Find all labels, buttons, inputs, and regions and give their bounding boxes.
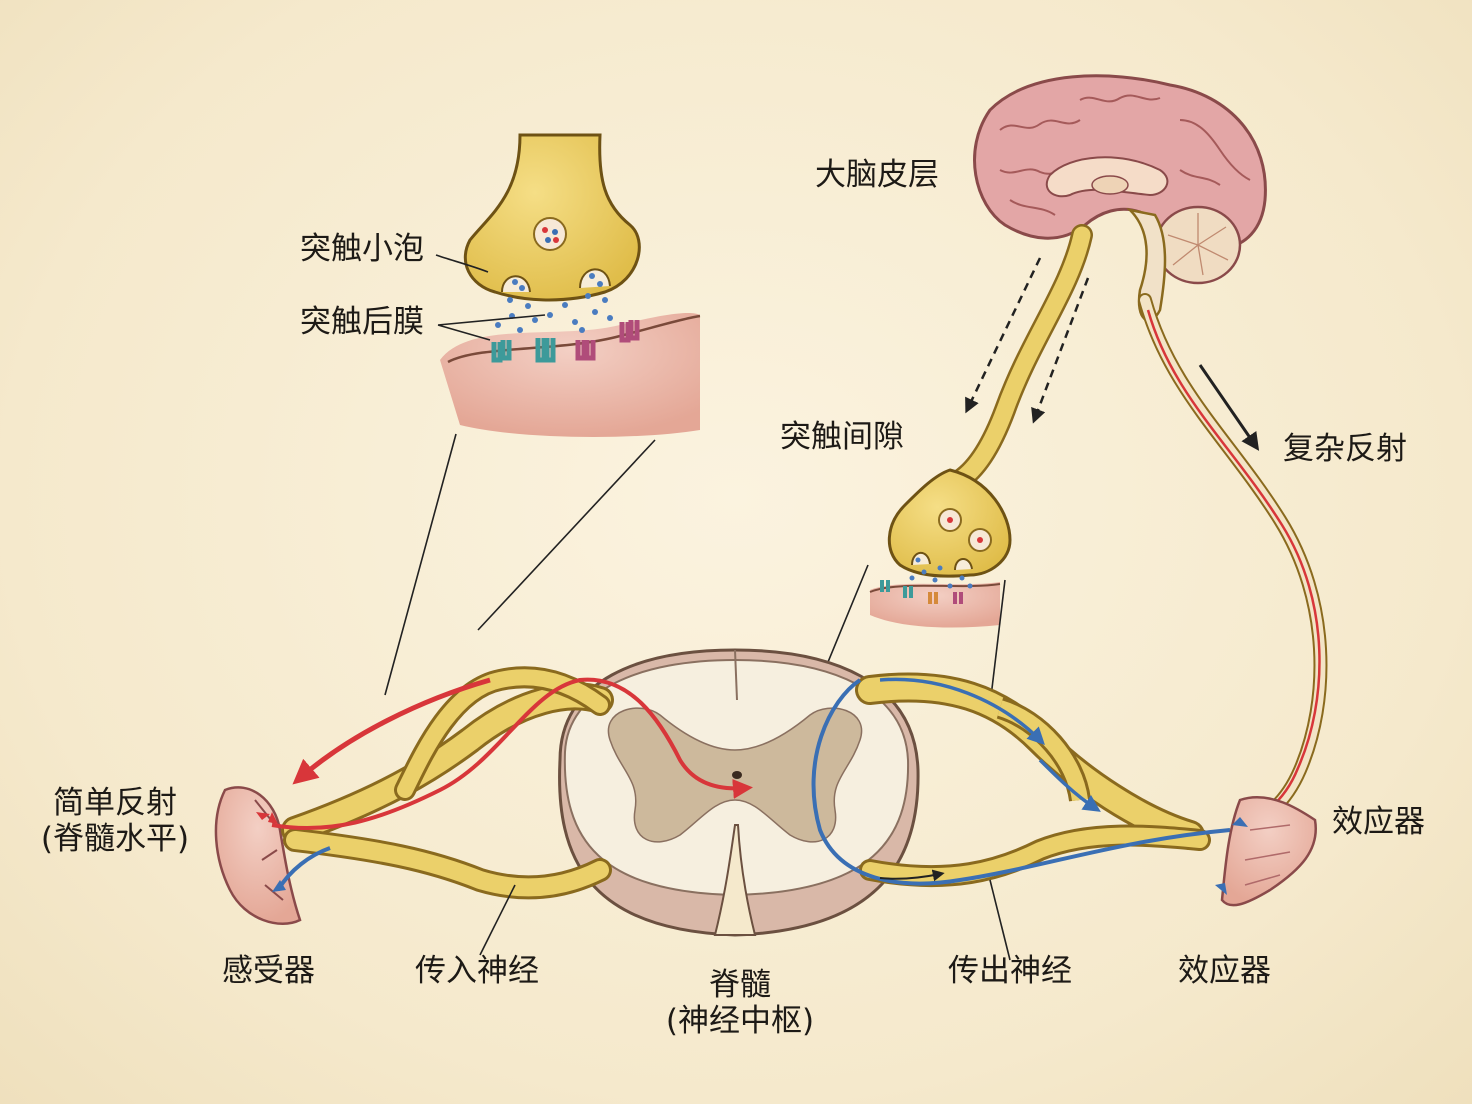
label-synaptic-cleft: 突触间隙 — [780, 419, 904, 455]
leader-membrane — [437, 314, 546, 341]
label-effector-bottom: 效应器 — [1178, 953, 1271, 989]
complex-reflex-signal — [1146, 309, 1321, 822]
efferent-signal — [811, 678, 1231, 886]
effector-muscle — [1220, 796, 1318, 907]
leader-afferent — [479, 884, 516, 956]
postsynaptic-tissue — [440, 313, 700, 437]
cortical-axon — [951, 226, 1091, 489]
synapse-magnified — [384, 133, 701, 696]
label-simple-reflex-line2: (脊髓水平) — [40, 820, 190, 857]
label-effector-right: 效应器 — [1332, 804, 1425, 840]
label-cortex: 大脑皮层 — [815, 157, 939, 193]
label-afferent-nerve: 传入神经 — [415, 953, 539, 989]
afferent-ventral-root — [286, 831, 609, 897]
brain — [973, 74, 1267, 322]
afferent-signal — [271, 677, 753, 831]
receptor-tissue — [214, 786, 302, 925]
receptor-proteins — [491, 320, 640, 363]
label-efferent-nerve: 传出神经 — [948, 953, 1072, 989]
vesicle — [533, 217, 567, 251]
label-vesicle: 突触小泡 — [300, 231, 424, 267]
afferent-dorsal-root — [284, 685, 611, 841]
complex-reflex-arrow — [1198, 364, 1260, 451]
simple-reflex-arrow — [292, 677, 491, 785]
label-spinal-cord-sub: (神经中枢) — [665, 1002, 815, 1039]
leader-efferent — [989, 879, 1011, 961]
label-spinal-cord-main: 脊髓 — [709, 967, 771, 1003]
label-postsynaptic-membrane: 突触后膜 — [300, 304, 424, 340]
label-simple-reflex: 简单反射 (脊髓水平) — [20, 785, 210, 857]
descending-tract-outline — [1138, 293, 1328, 829]
label-receptor: 感受器 — [222, 953, 315, 989]
dashed-arrow-right — [1031, 277, 1090, 424]
label-spinal-cord: 脊髓 (神经中枢) — [640, 967, 840, 1039]
leader-vesicle — [435, 254, 489, 273]
label-complex-reflex: 复杂反射 — [1283, 431, 1407, 467]
postsynaptic-membrane — [447, 314, 701, 364]
synapse-second — [797, 468, 1012, 734]
label-simple-reflex-line1: 简单反射 — [53, 785, 177, 821]
